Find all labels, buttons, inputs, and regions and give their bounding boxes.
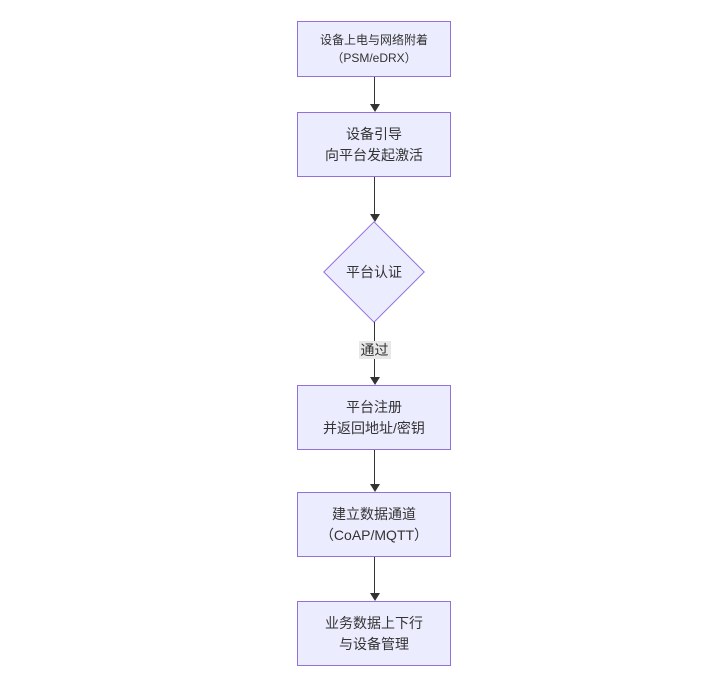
arrow-down-icon	[369, 104, 380, 112]
edge-line	[374, 77, 375, 104]
node-register: 平台注册 并返回地址/密钥	[297, 385, 451, 450]
node-auth-label: 平台认证	[346, 264, 402, 280]
node-label: 设备上电与网络附着	[319, 33, 428, 47]
edge-power-to-bootstrap	[368, 77, 381, 112]
arrow-down-icon	[369, 593, 380, 601]
arrow-down-icon	[369, 377, 380, 385]
node-label: 平台注册	[346, 398, 402, 415]
edge-line	[374, 177, 375, 214]
node-power-attach: 设备上电与网络附着 （PSM/eDRX）	[297, 21, 451, 77]
edge-bootstrap-to-auth	[368, 177, 381, 222]
node-bootstrap: 设备引导 向平台发起激活	[297, 112, 451, 177]
node-label: 向平台发起激活	[325, 146, 423, 163]
node-channel: 建立数据通道 （CoAP/MQTT）	[297, 492, 451, 557]
edge-register-to-channel	[368, 450, 381, 492]
edge-auth-to-register: 通过	[358, 322, 391, 385]
arrow-down-icon	[369, 214, 380, 222]
node-label: （PSM/eDRX）	[331, 51, 417, 65]
node-label: （CoAP/MQTT）	[319, 526, 429, 543]
edge-line	[374, 450, 375, 484]
edge-line	[374, 557, 375, 593]
edge-channel-to-business	[368, 557, 381, 601]
node-label: 设备引导	[346, 125, 402, 142]
node-label: 并返回地址/密钥	[323, 419, 425, 436]
node-business: 业务数据上下行 与设备管理	[297, 601, 451, 666]
node-label: 与设备管理	[339, 635, 409, 652]
node-label: 建立数据通道	[332, 505, 416, 522]
edge-label-pass: 通过	[358, 341, 391, 359]
arrow-down-icon	[369, 484, 380, 492]
node-label: 业务数据上下行	[325, 614, 423, 631]
